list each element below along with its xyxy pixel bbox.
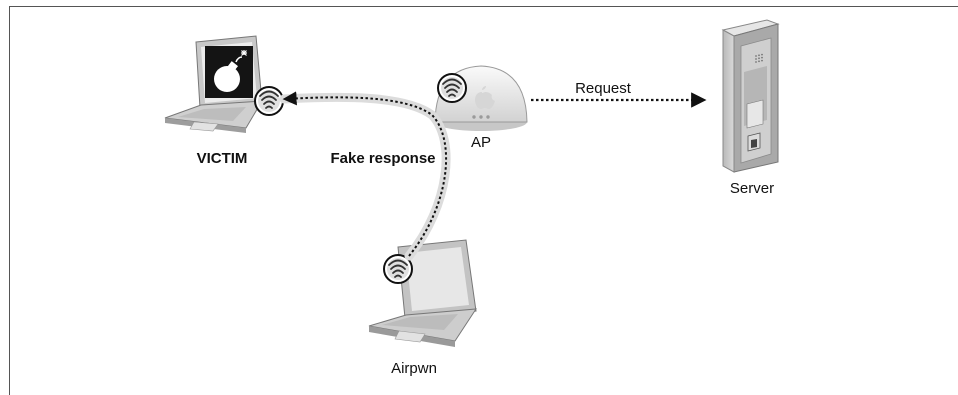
attacker-laptop xyxy=(368,239,477,347)
server-label: Server xyxy=(730,180,774,197)
server xyxy=(721,19,780,173)
request-label: Request xyxy=(575,80,632,97)
fake-response-curve-halo xyxy=(279,92,451,261)
wifi-icon xyxy=(383,254,413,284)
wifi-icon xyxy=(254,86,284,116)
victim-label: VICTIM xyxy=(197,150,248,167)
fake-response-label: Fake response xyxy=(330,150,435,167)
wifi-icon xyxy=(437,73,467,103)
bomb-icon xyxy=(214,50,247,92)
attacker-label: Airpwn xyxy=(391,360,437,377)
access-point xyxy=(434,65,528,131)
fake-response-arrow xyxy=(282,91,448,257)
victim-laptop xyxy=(164,35,284,133)
ap-label: AP xyxy=(471,134,491,151)
apple-logo-icon xyxy=(475,86,495,109)
